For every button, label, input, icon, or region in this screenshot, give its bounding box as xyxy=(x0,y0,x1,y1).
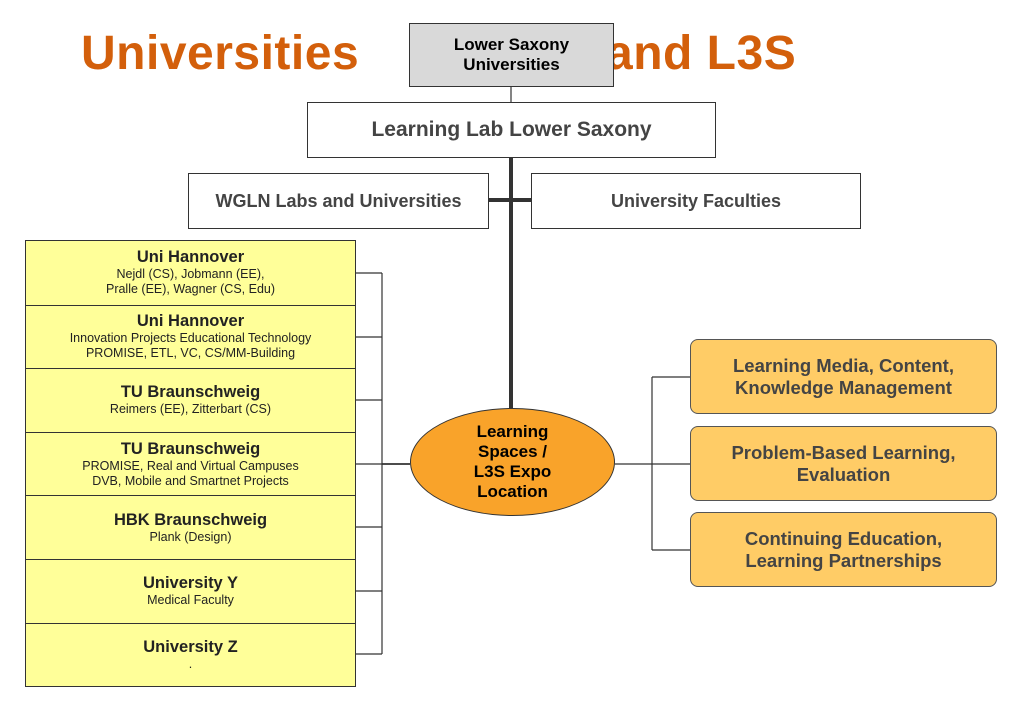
topic-continuing-education: Continuing Education, Learning Partnersh… xyxy=(690,512,997,587)
university-detail: Nejdl (CS), Jobmann (EE), Pralle (EE), W… xyxy=(105,267,276,297)
university-detail: . xyxy=(188,656,193,671)
university-list: Uni Hannover Nejdl (CS), Jobmann (EE), P… xyxy=(25,240,356,688)
lower-saxony-universities-box: Lower Saxony Universities xyxy=(409,23,614,87)
university-name: HBK Braunschweig xyxy=(113,510,268,529)
slide-title-part1: Universities xyxy=(81,27,360,80)
university-detail: Innovation Projects Educational Technolo… xyxy=(69,331,312,361)
university-item: Uni Hannover Nejdl (CS), Jobmann (EE), P… xyxy=(26,241,355,305)
university-name: Uni Hannover xyxy=(136,248,245,267)
top-box-line2: Universities xyxy=(463,55,560,74)
university-name: TU Braunschweig xyxy=(120,439,261,458)
topic-problem-based-learning: Problem-Based Learning, Evaluation xyxy=(690,426,997,501)
university-item: TU Braunschweig PROMISE, Real and Virtua… xyxy=(26,431,355,496)
learning-lab-box: Learning Lab Lower Saxony xyxy=(307,102,716,158)
university-detail: Medical Faculty xyxy=(147,593,234,608)
university-item: Uni Hannover Innovation Projects Educati… xyxy=(26,304,355,369)
top-box-line1: Lower Saxony xyxy=(453,35,570,54)
university-item: University Y Medical Faculty xyxy=(26,558,355,623)
slide-title-part2: and L3S xyxy=(606,27,797,80)
university-faculties-box: University Faculties xyxy=(531,173,861,229)
university-name: University Z xyxy=(143,637,238,656)
university-detail: Reimers (EE), Zitterbart (CS) xyxy=(109,402,272,417)
learning-spaces-ellipse: Learning Spaces / L3S Expo Location xyxy=(410,408,615,516)
university-detail: PROMISE, Real and Virtual Campuses DVB, … xyxy=(82,458,299,488)
topic-learning-media: Learning Media, Content, Knowledge Manag… xyxy=(690,339,997,414)
university-item: HBK Braunschweig Plank (Design) xyxy=(26,495,355,559)
university-item: TU Braunschweig Reimers (EE), Zitterbart… xyxy=(26,368,355,432)
university-name: University Y xyxy=(142,574,239,593)
wgln-labs-box: WGLN Labs and Universities xyxy=(188,173,489,229)
university-detail: Plank (Design) xyxy=(149,529,232,544)
university-item: University Z . xyxy=(26,622,355,687)
university-name: TU Braunschweig xyxy=(120,383,261,402)
university-name: Uni Hannover xyxy=(136,312,245,331)
